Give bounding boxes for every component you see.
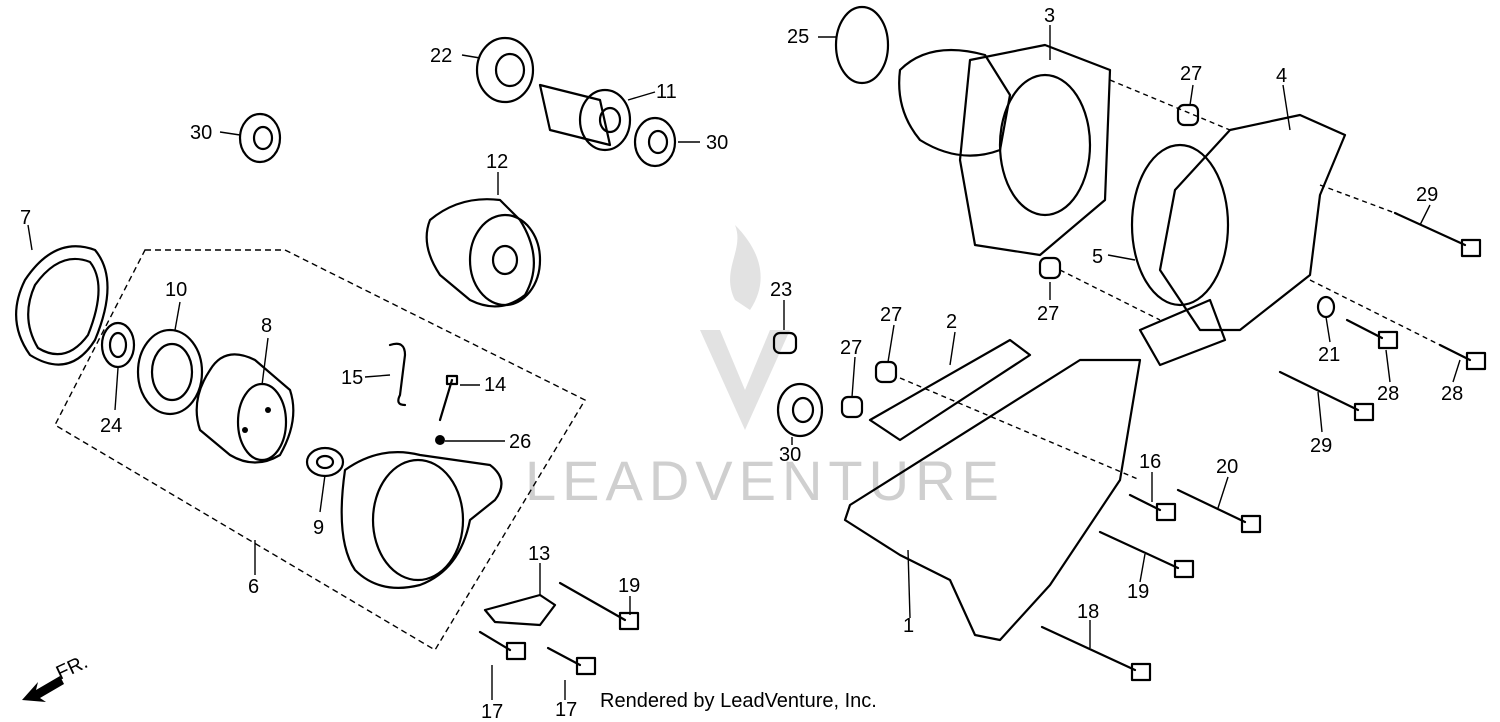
- part-10-seal: [136, 328, 204, 416]
- callout-6: 6: [248, 576, 259, 598]
- watermark: LEADVENTURE: [525, 225, 1005, 512]
- callout-10: 10: [165, 279, 187, 301]
- part-25-o-ring: [834, 5, 890, 85]
- watermark-logo-icon: [700, 330, 790, 430]
- part-4-pump-cover: [1130, 113, 1347, 367]
- callout-4: 4: [1276, 65, 1287, 87]
- callout-15: 15: [341, 367, 363, 389]
- part-12-starter-clutch: [425, 198, 542, 308]
- part-7-gasket: [15, 245, 109, 366]
- part-16-bolt: [1128, 493, 1177, 522]
- part-30-bearing-c: [776, 382, 824, 438]
- watermark-text: LEADVENTURE: [525, 449, 1005, 512]
- part-1-cover: [843, 358, 1142, 642]
- callout-12: 12: [486, 151, 508, 173]
- callout-29-a: 29: [1416, 184, 1438, 206]
- callout-17-a: 17: [481, 701, 503, 722]
- callout-20: 20: [1216, 456, 1238, 478]
- part-8-rotor: [195, 353, 295, 464]
- part-27-dowel-a: [1176, 103, 1200, 127]
- callout-30-a: 30: [190, 122, 212, 144]
- assembly-6-boundary: [54, 249, 586, 651]
- footer-credit: Rendered by LeadVenture, Inc.: [600, 690, 877, 712]
- callout-28-a: 28: [1377, 383, 1399, 405]
- callout-27-d: 27: [840, 337, 862, 359]
- callout-23: 23: [770, 279, 792, 301]
- part-23-collar: [772, 331, 798, 355]
- part-15-clip: [388, 342, 407, 407]
- part-29-bolt-a: [1393, 211, 1482, 258]
- callout-30-c: 30: [779, 444, 801, 466]
- callout-25: 25: [787, 26, 809, 48]
- callout-9: 9: [313, 517, 324, 539]
- callout-labels: 7 24 10 8 9 15 14 26 6 13 19 17 17 22 11…: [20, 5, 1463, 722]
- callout-27-b: 27: [1037, 303, 1059, 325]
- part-24-seal: [100, 321, 136, 369]
- part-19-bolt-right: [1098, 530, 1195, 579]
- callout-19-left: 19: [618, 575, 640, 597]
- part-6-housing: [340, 451, 503, 589]
- callout-17-b: 17: [555, 699, 577, 721]
- callout-29-b: 29: [1310, 435, 1332, 457]
- front-direction-indicator: FR.: [22, 651, 91, 702]
- part-29-bolt-b: [1278, 370, 1375, 422]
- part-21-washer: [1316, 295, 1336, 319]
- callout-14: 14: [484, 374, 506, 396]
- callout-26: 26: [509, 431, 531, 453]
- part-19-bolt-left: [558, 581, 640, 631]
- alignment-lines: [899, 79, 1441, 481]
- part-17-bolt-a: [478, 630, 527, 661]
- callout-2: 2: [946, 311, 957, 333]
- leader-lines: [27, 25, 1461, 700]
- callout-28-b: 28: [1441, 383, 1463, 405]
- front-arrow-icon: [22, 676, 64, 702]
- callout-7: 7: [20, 207, 31, 229]
- callout-18: 18: [1077, 601, 1099, 623]
- part-17-bolt-b: [546, 646, 597, 676]
- callout-24: 24: [100, 415, 122, 437]
- part-9-seal: [305, 446, 345, 478]
- part-20-bolt: [1176, 488, 1262, 534]
- callout-30-b: 30: [706, 132, 728, 154]
- callout-3: 3: [1044, 5, 1055, 27]
- part-26-pin: [435, 435, 445, 445]
- callout-8: 8: [261, 315, 272, 337]
- part-18-bolt: [1040, 625, 1152, 682]
- part-2-gasket: [868, 338, 1032, 442]
- part-28-bolt-b: [1438, 343, 1487, 371]
- part-28-bolt-a: [1345, 318, 1399, 350]
- callout-21: 21: [1318, 344, 1340, 366]
- part-22-bearing: [475, 36, 535, 104]
- callout-27-c: 27: [880, 304, 902, 326]
- part-11-gear-shaft: [538, 83, 632, 152]
- part-30-bearing-b: [633, 116, 677, 168]
- part-30-bearing-a: [238, 112, 282, 164]
- callout-16: 16: [1139, 451, 1161, 473]
- part-27-dowel-d: [840, 395, 864, 419]
- part-14-bolt: [438, 374, 459, 422]
- callout-13: 13: [528, 543, 550, 565]
- part-13-bracket: [483, 593, 557, 627]
- part-3-water-pump: [898, 43, 1112, 257]
- callout-5: 5: [1092, 246, 1103, 268]
- callout-11: 11: [656, 81, 677, 103]
- callout-27-a: 27: [1180, 63, 1202, 85]
- part-27-dowel-c: [874, 360, 898, 384]
- callout-1: 1: [903, 615, 914, 637]
- callout-22: 22: [430, 45, 452, 67]
- callout-19-right: 19: [1127, 581, 1149, 603]
- part-27-dowel-b: [1038, 256, 1062, 280]
